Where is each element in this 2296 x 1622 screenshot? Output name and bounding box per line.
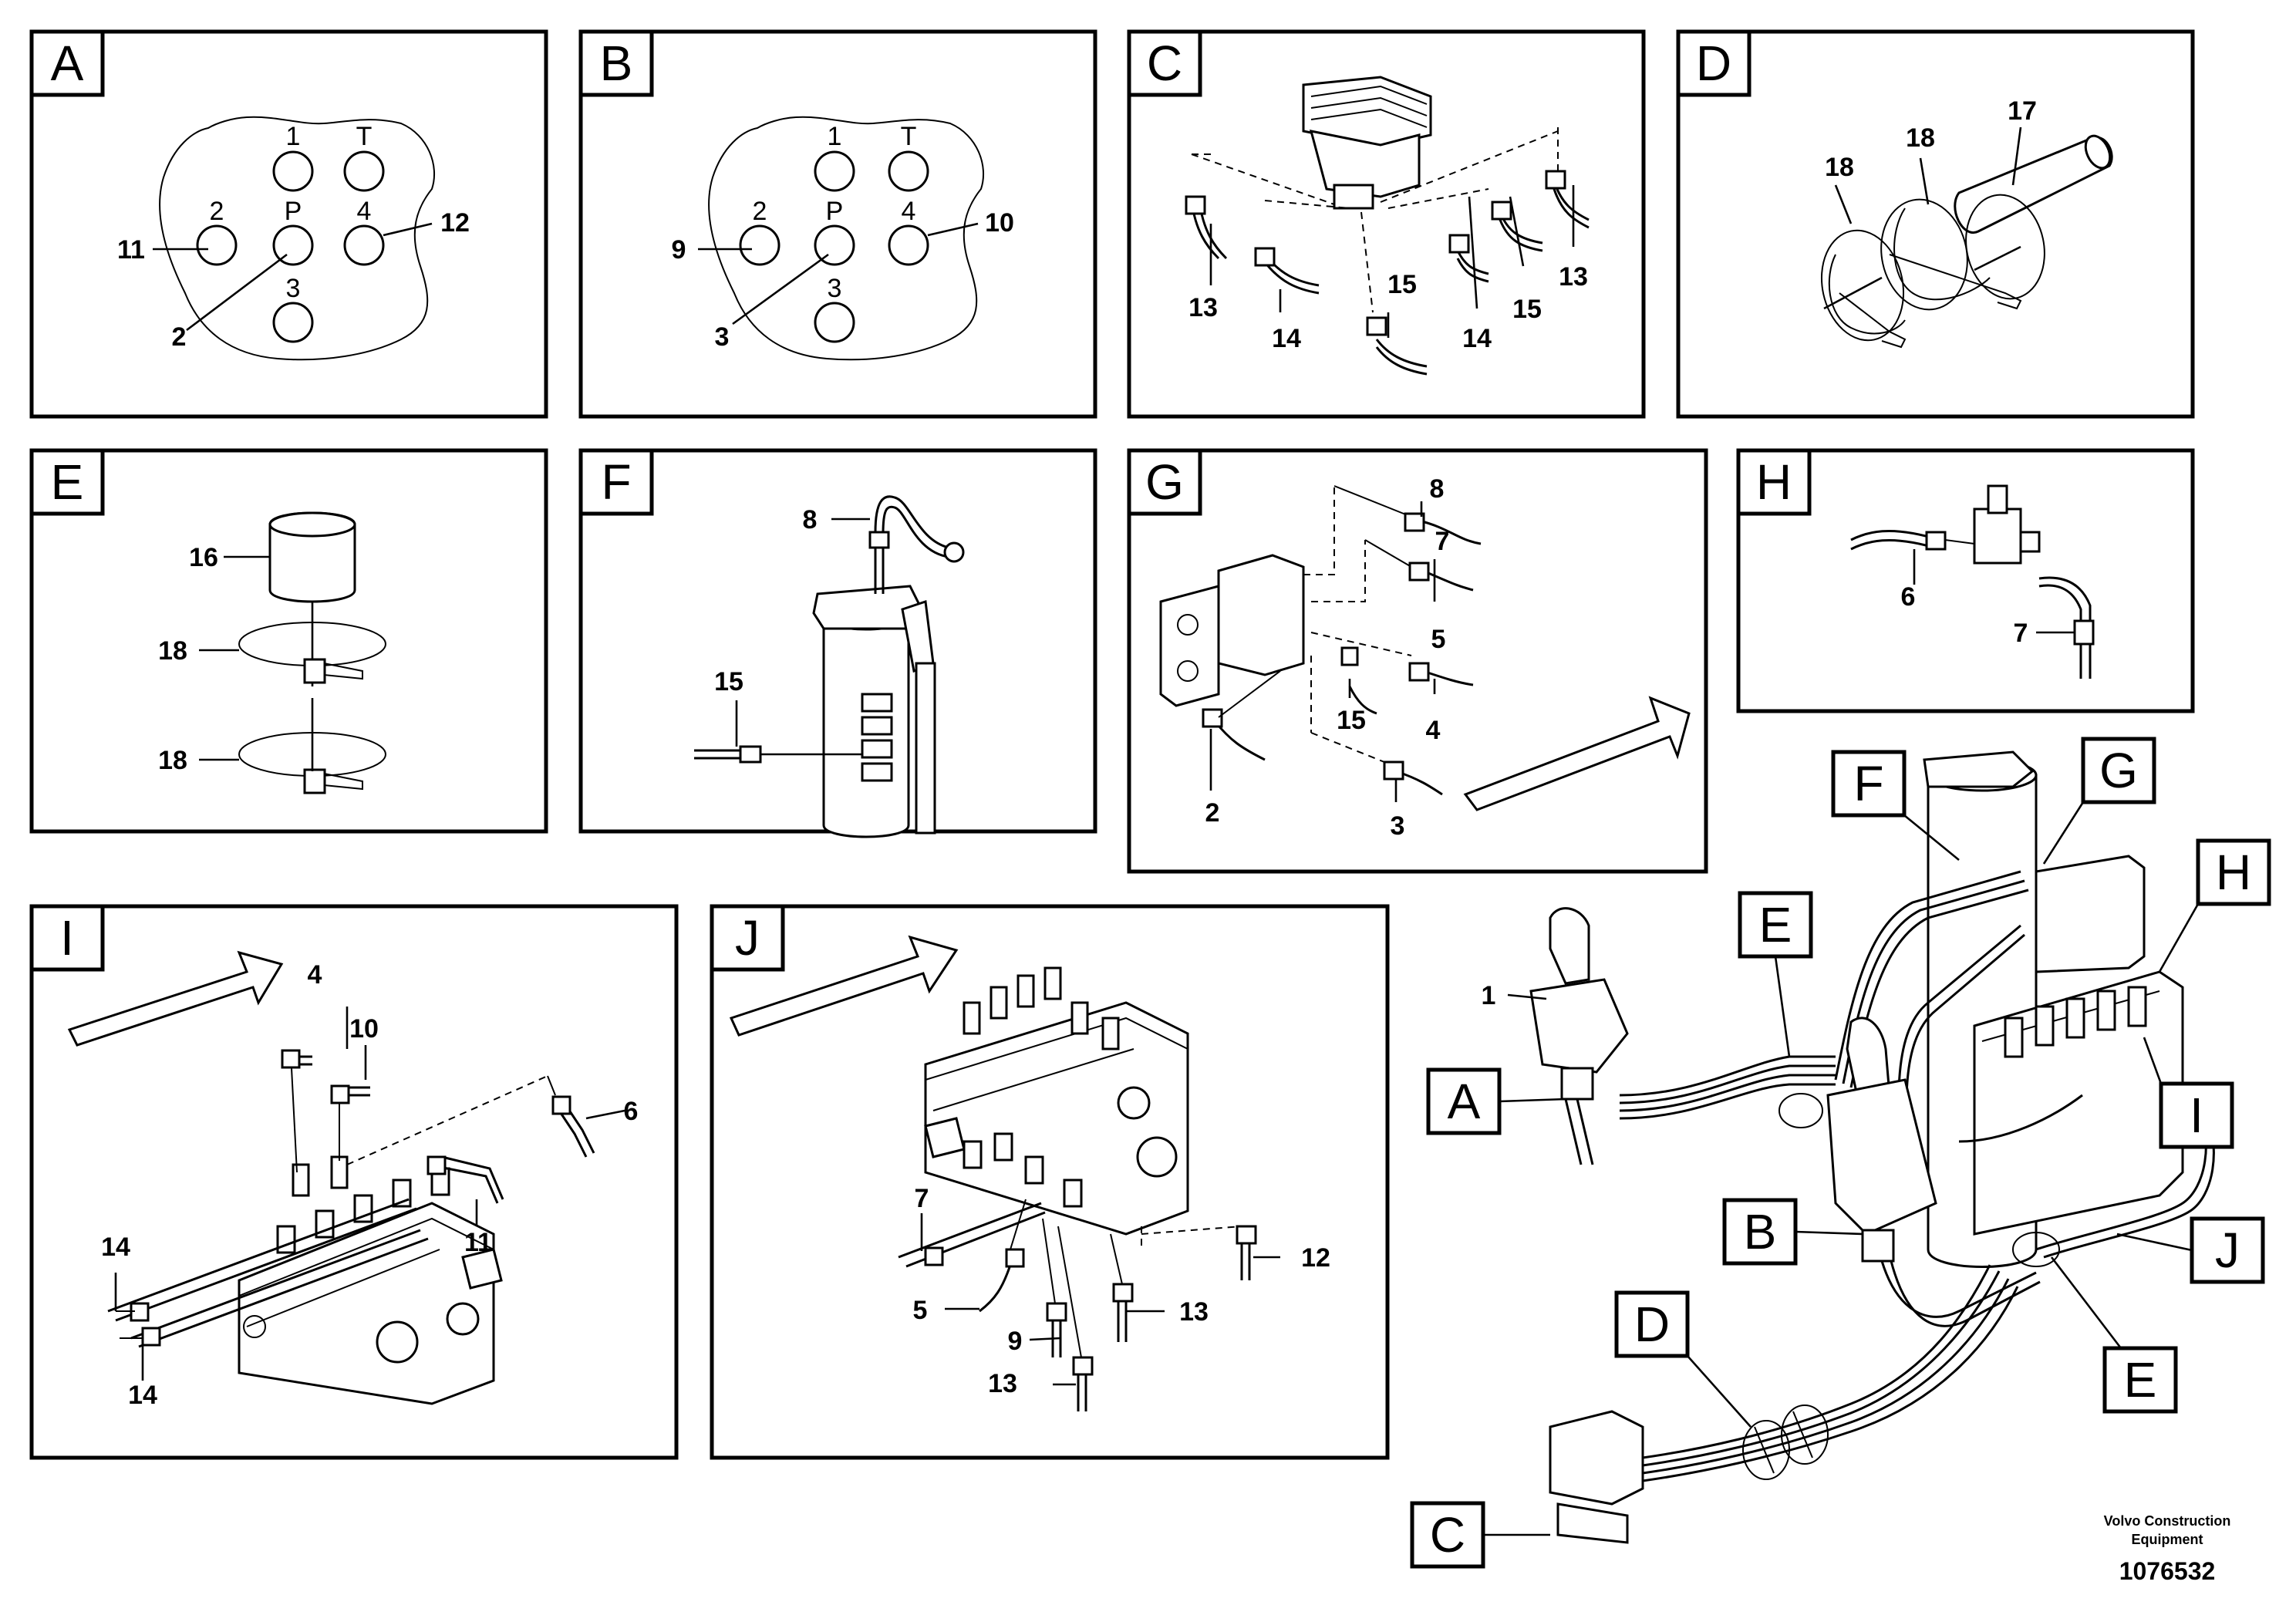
callout-10: 10 [985,208,1014,238]
brand-line-2: Equipment [2132,1532,2203,1547]
callout-13: 13 [988,1369,1017,1398]
pin-3-label: 3 [286,274,301,303]
pin-t-label: T [356,122,373,151]
panel-d: D 18 18 17 [1676,29,2195,419]
callout-2: 2 [172,322,187,352]
panel-c: C [1127,29,1646,419]
tag-b: B [1744,1204,1777,1259]
callout-15: 15 [1337,706,1366,735]
part-number: 1076532 [2119,1557,2216,1585]
brand-line-1: Volvo Construction [2104,1513,2231,1529]
panel-a-tab-label: A [51,35,84,91]
tag-h: H [2216,845,2251,900]
tag-i: I [2190,1088,2203,1143]
pin-4-label: 4 [357,197,372,226]
callout-4: 4 [308,960,322,990]
panel-d-tab-label: D [1696,35,1731,91]
pin-4-label: 4 [902,197,916,226]
callout-18: 18 [1906,123,1935,153]
pin-p-label: P [826,197,844,226]
pin-1-label: 1 [828,122,842,151]
panel-g-tab-label: G [1145,454,1184,510]
callout-18: 18 [158,636,187,666]
callout-13: 13 [1179,1297,1209,1327]
footer: Volvo Construction Equipment 1076532 [2104,1513,2231,1585]
tag-e: E [1759,897,1792,953]
callout-10: 10 [349,1014,379,1044]
callout-11: 11 [117,235,145,265]
panel-h: H 6 7 [1736,448,2195,713]
callout-7: 7 [2014,619,2028,648]
callout-3: 3 [715,322,730,352]
direction-arrow [1463,696,1691,811]
pin-p-label: P [285,197,302,226]
callout-16: 16 [189,543,218,572]
callout-8: 8 [803,505,818,534]
callout-14: 14 [101,1233,130,1262]
panel-i-tab-label: I [60,910,74,966]
tag-f: F [1853,756,1883,811]
panel-b-tab-label: B [600,35,633,91]
callout-3: 3 [1391,811,1405,841]
direction-arrow [67,950,284,1047]
panel-e-tab-label: E [51,454,84,510]
panel-e: E 16 18 18 [29,448,548,834]
panel-f: F 8 15 [578,448,1097,838]
callout-15: 15 [1512,295,1542,324]
callout-12: 12 [1301,1243,1330,1273]
callout-17: 17 [2008,96,2037,126]
callout-7: 7 [1435,527,1450,556]
callout-12: 12 [440,208,470,238]
panel-g: G 8 7 5 15 4 2 3 [1127,448,1708,874]
overview-tags: F G H E A I B J D E C [1410,737,2271,1569]
callout-6: 6 [1901,582,1916,612]
tag-a: A [1448,1074,1481,1129]
callout-4: 4 [1426,716,1441,745]
callout-8: 8 [1430,474,1445,504]
callout-14: 14 [1462,324,1492,353]
callout-2: 2 [1205,798,1220,828]
callout-11: 11 [464,1228,492,1257]
tag-j: J [2215,1222,2240,1278]
callout-6: 6 [624,1097,639,1126]
panel-b: B 1 T 2 P 4 3 9 10 3 [578,29,1097,419]
callout-5: 5 [1431,625,1446,654]
callout-18: 18 [158,746,187,775]
panel-c-tab-label: C [1147,35,1182,91]
callout-5: 5 [913,1296,928,1325]
callout-18: 18 [1825,153,1854,182]
panel-i: I [29,904,679,1460]
callout-14: 14 [1272,324,1301,353]
callout-7: 7 [915,1184,929,1213]
tag-e: E [2124,1352,2157,1408]
callout-13: 13 [1559,262,1588,292]
overview-assembly: 1 [1482,750,2215,1544]
callout-9: 9 [672,235,686,265]
panel-j-tab-label: J [735,910,760,966]
tag-c: C [1430,1507,1465,1563]
direction-arrow [729,935,959,1037]
callout-15: 15 [1387,270,1417,299]
pin-3-label: 3 [828,274,842,303]
tag-g: G [2099,743,2138,798]
pin-2-label: 2 [753,197,767,226]
panel-j: J [710,904,1390,1460]
pin-1-label: 1 [286,122,301,151]
callout-14: 14 [128,1381,157,1410]
callout-1: 1 [1482,981,1496,1010]
panel-h-tab-label: H [1756,454,1792,510]
pin-t-label: T [901,122,917,151]
callout-15: 15 [714,667,743,696]
callout-13: 13 [1188,293,1218,322]
tag-d: D [1634,1297,1670,1352]
callout-9: 9 [1008,1327,1023,1356]
panel-f-tab-label: F [601,454,631,510]
panel-a: A 1 T 2 P 4 3 11 12 2 [29,29,548,419]
pin-2-label: 2 [210,197,224,226]
